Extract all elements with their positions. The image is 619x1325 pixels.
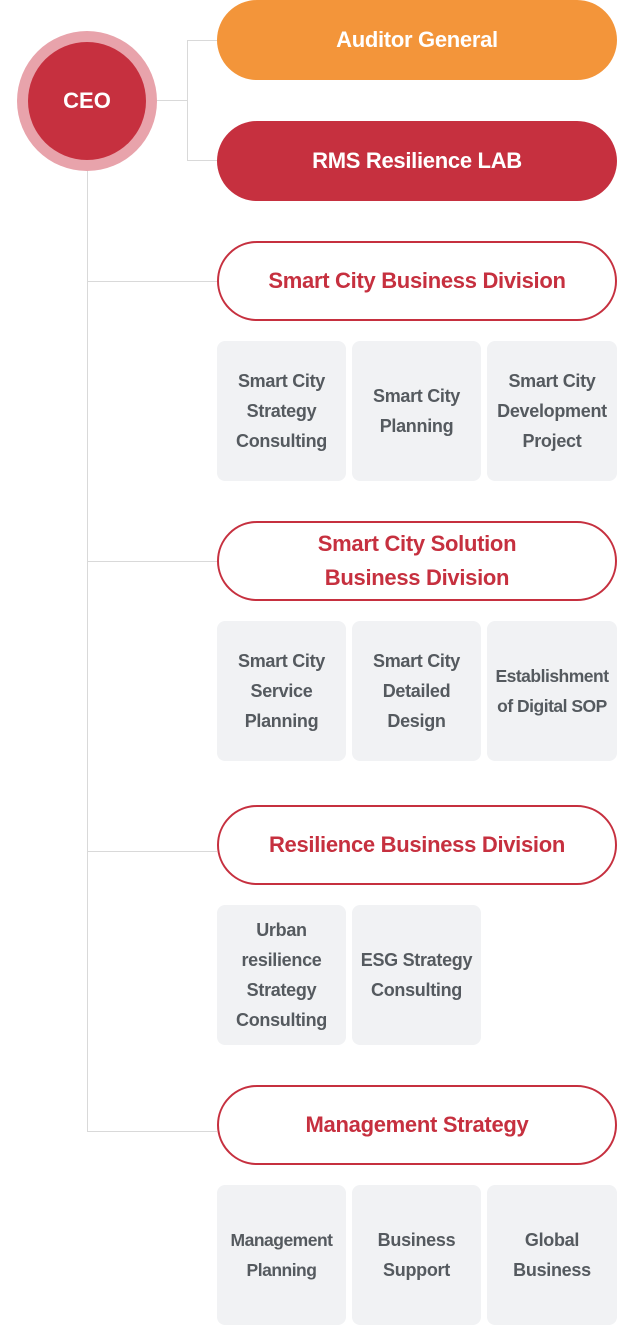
team-smart-city-development-project: Smart City Development Project <box>487 341 617 481</box>
ceo-label: CEO <box>63 88 111 113</box>
connector-division-1 <box>87 281 217 282</box>
team-label: Smart City Development Project <box>497 371 607 451</box>
team-global-business: Global Business <box>487 1185 617 1325</box>
rms-resilience-lab-node: RMS Resilience LAB <box>217 121 617 201</box>
connector-division-2 <box>87 561 217 562</box>
team-smart-city-strategy-consulting: Smart City Strategy Consulting <box>217 341 346 481</box>
team-smart-city-detailed-design: Smart City Detailed Design <box>352 621 481 761</box>
division-resilience-business: Resilience Business Division <box>217 805 617 885</box>
division-label: Management Strategy <box>305 1112 529 1137</box>
connector-rms-lab <box>187 160 217 161</box>
division-management-strategy: Management Strategy <box>217 1085 617 1165</box>
team-label: Global Business <box>513 1230 591 1280</box>
team-esg-strategy-consulting: ESG Strategy Consulting <box>352 905 481 1045</box>
team-establishment-of-digital-sop: Establishment of Digital SOP <box>487 621 617 761</box>
rms-resilience-lab-label: RMS Resilience LAB <box>312 148 522 173</box>
division-label: Smart City Solution Business Division <box>317 531 517 590</box>
auditor-general-node: Auditor General <box>217 0 617 80</box>
connector-division-4 <box>87 1131 217 1132</box>
team-label: Urban resilience Strategy Consulting <box>236 920 327 1030</box>
connector-auditor <box>187 40 217 41</box>
division-smart-city-business: Smart City Business Division <box>217 241 617 321</box>
auditor-general-label: Auditor General <box>336 27 498 52</box>
team-label: Business Support <box>377 1230 456 1280</box>
connector-division-3 <box>87 851 217 852</box>
team-label: Smart City Planning <box>372 386 461 436</box>
team-smart-city-service-planning: Smart City Service Planning <box>217 621 346 761</box>
team-label: Smart City Service Planning <box>237 651 326 731</box>
team-urban-resilience-strategy-consulting: Urban resilience Strategy Consulting <box>217 905 346 1045</box>
division-label: Smart City Business Division <box>268 268 566 293</box>
division-label: Resilience Business Division <box>268 832 566 857</box>
team-smart-city-planning: Smart City Planning <box>352 341 481 481</box>
team-label: Management Planning <box>230 1230 333 1280</box>
team-label: Smart City Detailed Design <box>372 651 461 731</box>
team-label: ESG Strategy Consulting <box>360 950 473 1000</box>
division-smart-city-solution-business: Smart City Solution Business Division <box>217 521 617 601</box>
team-label: Smart City Strategy Consulting <box>236 371 327 451</box>
team-management-planning: Management Planning <box>217 1185 346 1325</box>
team-label: Establishment of Digital SOP <box>495 666 609 716</box>
connector-ceo-bracket <box>156 100 188 101</box>
connector-trunk <box>87 160 88 1132</box>
connector-bracket-vertical <box>187 40 188 161</box>
team-business-support: Business Support <box>352 1185 481 1325</box>
ceo-node: CEO <box>28 42 146 160</box>
